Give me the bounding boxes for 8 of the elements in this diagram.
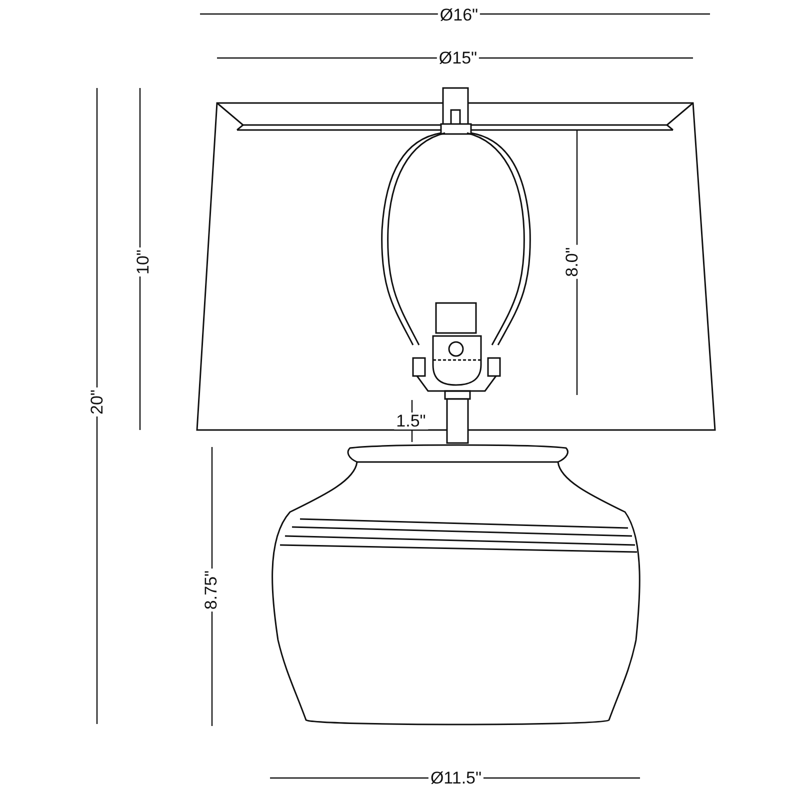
dimension-label: Ø15" [436,50,480,66]
dimension-label: 10" [134,248,152,276]
dimension-label: Ø16" [438,6,480,24]
dimension-label: 8.0" [564,245,580,279]
dimension-label: 20" [88,388,106,416]
dimension-label: 8.75" [202,568,220,612]
dimension-label: 1.5" [394,412,428,430]
dimension-label: Ø11.5" [428,770,484,786]
